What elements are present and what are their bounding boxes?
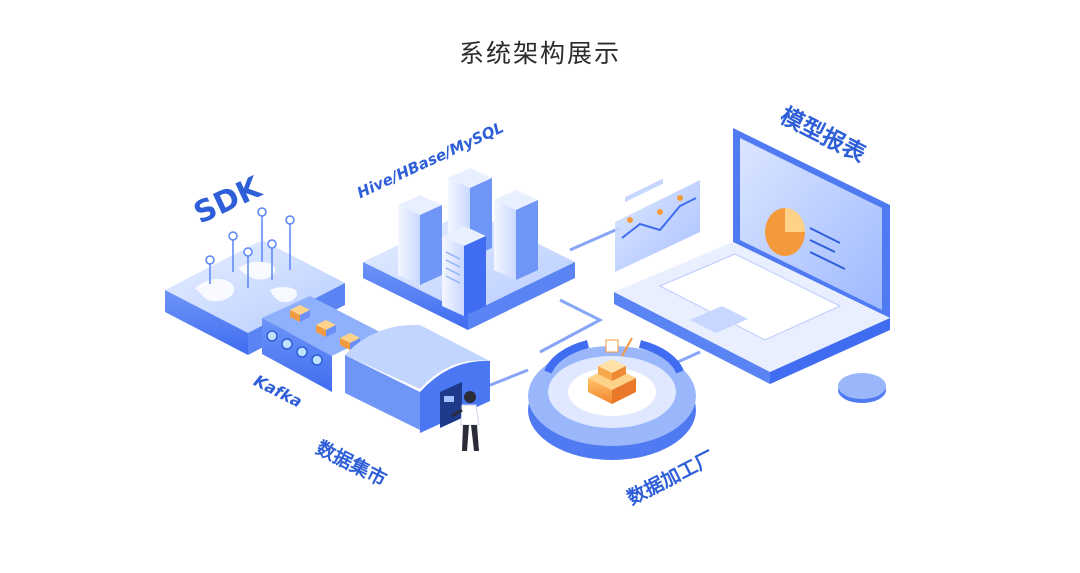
server-racks	[398, 168, 538, 316]
data-mart-building	[345, 324, 490, 433]
laptop	[614, 128, 890, 384]
person-figure	[451, 391, 480, 451]
floating-chart-panel	[615, 178, 700, 272]
kafka-conveyor	[262, 296, 380, 392]
page-title: 系统架构展示	[458, 39, 621, 68]
data-factory	[528, 337, 696, 460]
mouse	[838, 373, 886, 403]
